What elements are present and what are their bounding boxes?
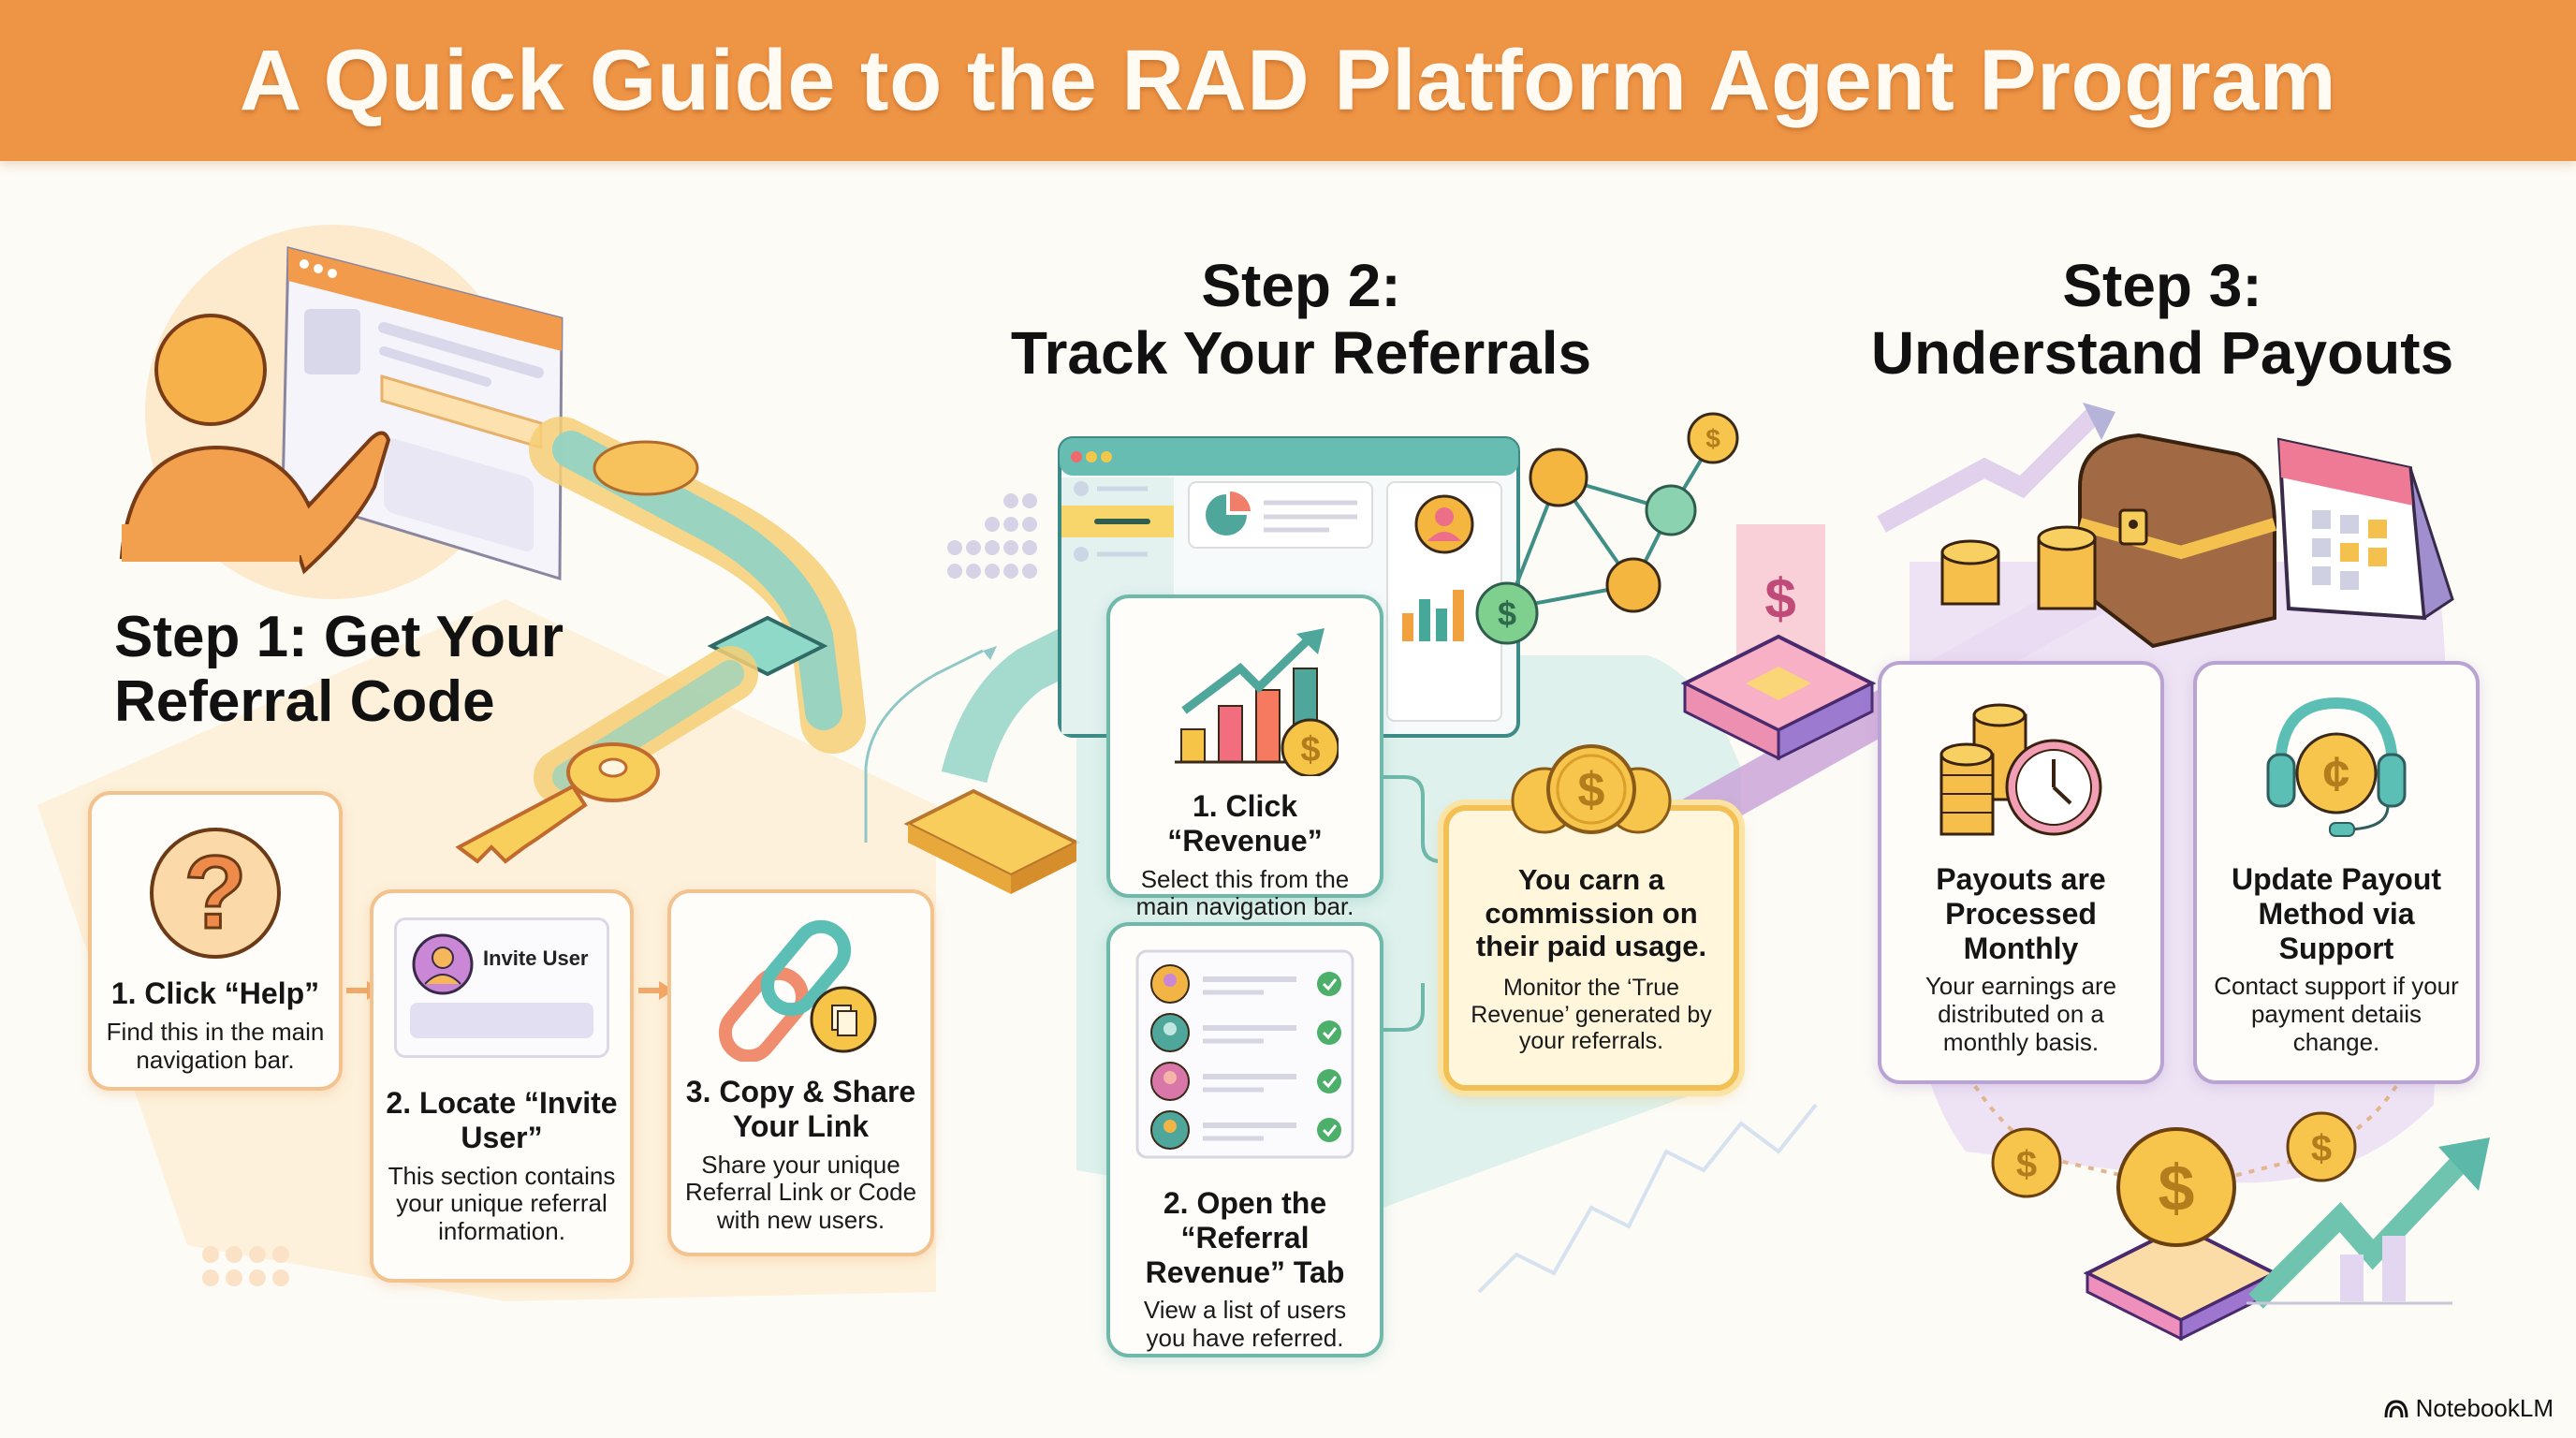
card-description: Your earnings are distributed on a month… (1925, 972, 2117, 1057)
user-avatar-icon (412, 933, 474, 995)
treasure-chest-icon (2078, 433, 2277, 649)
coins-clock-icon (1939, 703, 2102, 836)
payout-coins-illustration: $ $ $ (1973, 1084, 2490, 1342)
person-pointing-icon (119, 246, 564, 581)
referral-list-row (1150, 1062, 1341, 1101)
step1-pipe (529, 417, 866, 805)
referral-list-row (1150, 964, 1341, 1004)
invite-user-mock: Invite User (394, 917, 609, 1058)
page-title: A Quick Guide to the RAD Platform Agent … (239, 32, 2337, 128)
coin-stack-icon (1940, 525, 2097, 610)
revenue-chart-icon: $ (1175, 628, 1339, 776)
card-description: View a list of users you have referred. (1143, 1296, 1347, 1353)
step1-heading-line2: Referral Code (114, 669, 495, 735)
card-title: 2. Open the “Referral Revenue” Tab (1145, 1186, 1345, 1289)
network-avatar-icon (1605, 557, 1661, 613)
card-title: 1. Click “Revenue” (1167, 789, 1323, 858)
invite-user-label: Invite User (483, 946, 589, 970)
footer-brand: NotebookLM (2384, 1394, 2554, 1423)
card-description: Find this in the main navigation bar. (106, 1017, 325, 1074)
header-banner: A Quick Guide to the RAD Platform Agent … (0, 0, 2576, 161)
invite-input-placeholder (410, 1003, 593, 1038)
card-description: This section contains your unique referr… (388, 1161, 616, 1246)
card-title: 1. Click “Help” (110, 976, 320, 1010)
coins-icon: $ (1511, 744, 1672, 834)
link-copy-icon (718, 919, 876, 1062)
network-avatar-icon (1645, 484, 1697, 536)
svg-text:$: $ (1578, 763, 1605, 817)
footer-brand-label: NotebookLM (2415, 1394, 2554, 1422)
referral-list-icon (1135, 949, 1354, 1159)
commission-highlight-card: You carn a commission on their paid usag… (1443, 805, 1739, 1091)
referral-list-row (1150, 1110, 1341, 1150)
question-mark-icon: ? (150, 828, 281, 959)
step1-heading: Step 1: Get Your Referral Code (114, 605, 564, 735)
key-icon (455, 742, 660, 864)
svg-text:¢: ¢ (2323, 747, 2350, 801)
svg-text:$: $ (2311, 1128, 2332, 1169)
card-title: Payouts are Processed Monthly (1936, 862, 2106, 965)
network-avatar-icon (1529, 448, 1588, 507)
svg-text:$: $ (1498, 594, 1516, 633)
calendar-icon (2276, 437, 2454, 621)
step2-card-click-revenue: $ 1. Click “Revenue” Select this from th… (1106, 594, 1383, 920)
faint-chart-decor (1477, 1103, 1818, 1294)
step1-heading-line1: Step 1: Get Your (114, 605, 564, 669)
dollar-coin-icon (1475, 581, 1539, 645)
notebooklm-logo-icon (2384, 1399, 2408, 1417)
step2-heading: Step 2: Track Your Referrals (973, 252, 1629, 387)
commission-title: You carn a commission on their paid usag… (1475, 863, 1707, 963)
step3-heading-line1: Step 3: (2062, 252, 2262, 319)
card-description: Share your unique Referral Link or Code … (684, 1150, 917, 1235)
connector-block (864, 615, 1106, 894)
card-title: 3. Copy & Share Your Link (685, 1075, 916, 1143)
card-title: 2. Locate “Invite User” (386, 1086, 618, 1154)
step1-card-locate-invite: Invite User 2. Locate “Invite User” This… (370, 889, 634, 1283)
svg-text:$: $ (1705, 424, 1720, 453)
svg-text:?: ? (183, 835, 246, 950)
dot-grid-decor (947, 493, 1037, 579)
step3-heading: Step 3: Understand Payouts (1835, 252, 2490, 387)
dot-grid-decor-left (202, 1246, 289, 1286)
card-description: Contact support if your payment detaiis … (2214, 972, 2459, 1057)
step1-card-copy-share: 3. Copy & Share Your Link Share your uni… (667, 889, 934, 1256)
support-headset-icon: ¢ (2266, 697, 2407, 837)
referral-list-row (1150, 1013, 1341, 1052)
svg-text:$: $ (2159, 1152, 2195, 1225)
svg-text:$: $ (2016, 1144, 2037, 1185)
step1-card-click-help: ? 1. Click “Help” Find this in the main … (88, 791, 343, 1091)
step3-card-payouts-monthly: Payouts are Processed Monthly Your earni… (1878, 661, 2164, 1084)
step2-heading-line1: Step 2: (1201, 252, 1401, 319)
dollar-coin-icon (1687, 412, 1739, 464)
step2-connectors (1383, 775, 1446, 1032)
card-title: Update Payout Method via Support (2231, 862, 2442, 965)
svg-text:$: $ (1300, 730, 1320, 770)
step2-card-referral-tab: 2. Open the “Referral Revenue” Tab View … (1106, 922, 1383, 1357)
card-description: Select this from the main navigation bar… (1135, 864, 1354, 921)
step3-heading-line2: Understand Payouts (1870, 318, 2454, 387)
step3-card-update-payout: ¢ Update Payout Method via Support Conta… (2193, 661, 2480, 1084)
commission-description: Monitor the ‘True Revenue’ generated by … (1471, 974, 1712, 1055)
step2-heading-line2: Track Your Referrals (1010, 318, 1592, 387)
svg-text:$: $ (1764, 567, 1795, 630)
